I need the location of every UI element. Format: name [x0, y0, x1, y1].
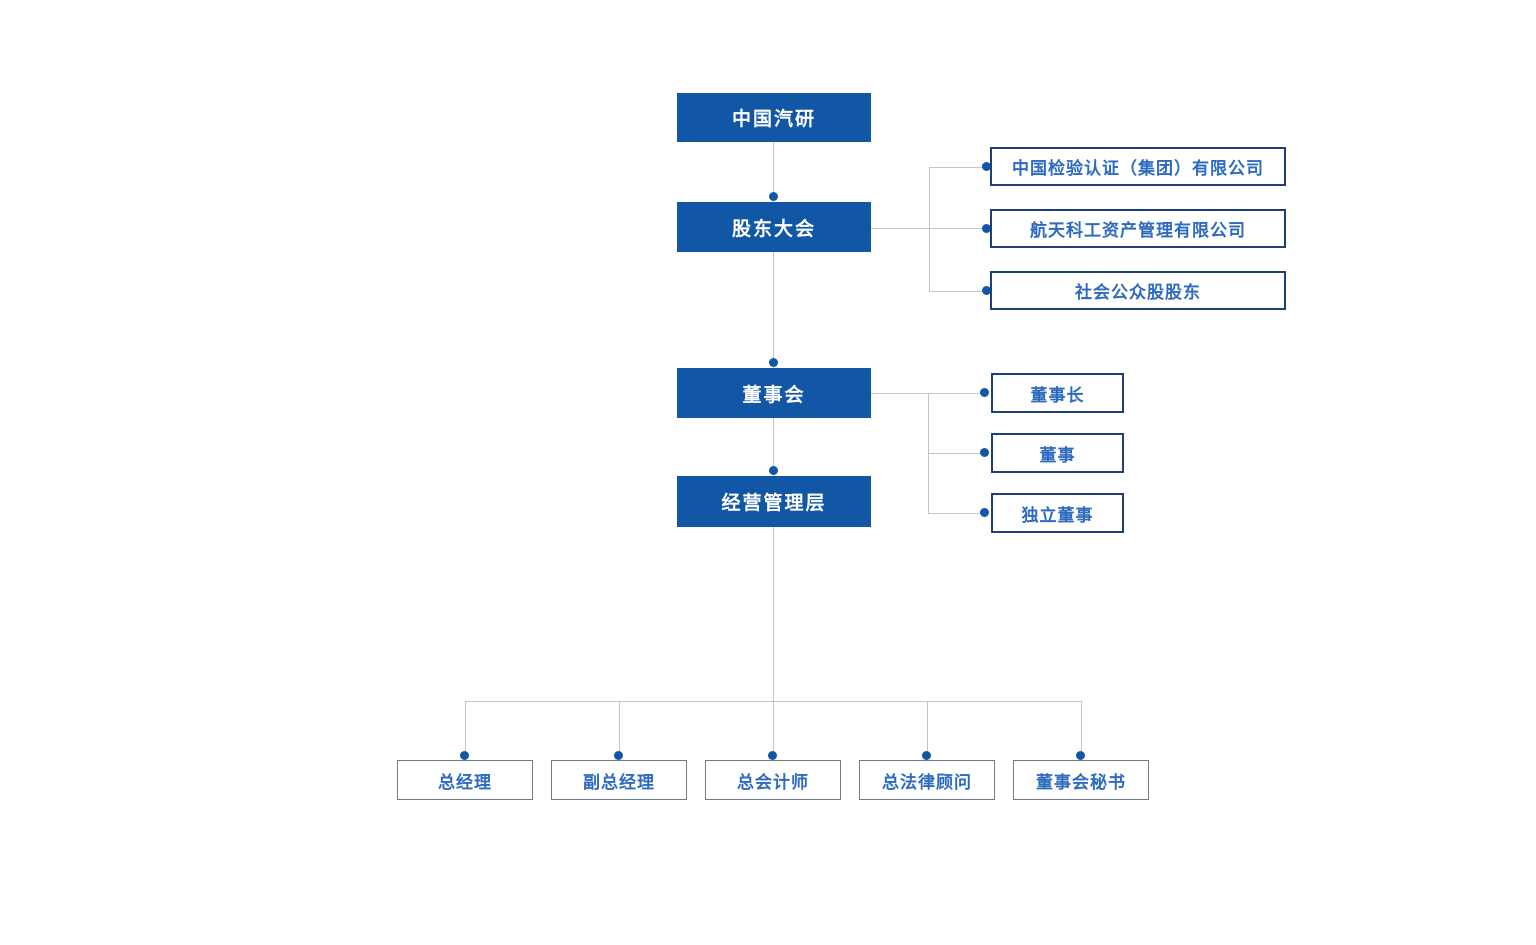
connector-dot: [982, 162, 991, 171]
connector-dot: [460, 751, 469, 760]
org-node-chief-legal-counsel: 总法律顾问: [859, 760, 995, 800]
connector-dot: [922, 751, 931, 760]
org-node-director: 董事: [991, 433, 1124, 473]
connector-dot: [980, 508, 989, 517]
org-node-management-layer: 经营管理层: [677, 476, 871, 527]
org-node-company-root: 中国汽研: [677, 93, 871, 142]
connector-dot: [982, 224, 991, 233]
connector-dot: [980, 448, 989, 457]
connector-dot: [769, 358, 778, 367]
org-node-chief-accountant: 总会计师: [705, 760, 841, 800]
connector-line: [773, 142, 774, 202]
org-node-general-manager: 总经理: [397, 760, 533, 800]
connector-line: [929, 291, 987, 292]
connector-dot: [1076, 751, 1085, 760]
connector-dot: [614, 751, 623, 760]
org-node-independent-director: 独立董事: [991, 493, 1124, 533]
connector-line: [773, 527, 774, 701]
connector-dot: [982, 286, 991, 295]
org-node-deputy-general-manager: 副总经理: [551, 760, 687, 800]
org-node-shareholders-meeting: 股东大会: [677, 202, 871, 252]
org-node-board-of-directors: 董事会: [677, 368, 871, 418]
connector-dot: [768, 751, 777, 760]
connector-line: [773, 252, 774, 368]
org-node-shareholder-aerospace: 航天科工资产管理有限公司: [990, 209, 1286, 248]
connector-line: [929, 167, 987, 168]
connector-line: [928, 513, 985, 514]
org-node-board-secretary: 董事会秘书: [1013, 760, 1149, 800]
connector-line: [927, 701, 928, 760]
connector-line: [929, 167, 930, 291]
connector-line: [619, 701, 620, 760]
org-node-shareholder-ccic: 中国检验认证（集团）有限公司: [990, 147, 1286, 186]
connector-dot: [769, 192, 778, 201]
connector-line: [1081, 701, 1082, 760]
connector-line: [928, 453, 985, 454]
org-node-shareholder-public: 社会公众股股东: [990, 271, 1286, 310]
connector-dot: [980, 388, 989, 397]
connector-line: [465, 701, 466, 760]
connector-dot: [769, 466, 778, 475]
connector-line: [773, 418, 774, 476]
connector-line: [773, 701, 774, 760]
org-node-chairman: 董事长: [991, 373, 1124, 413]
